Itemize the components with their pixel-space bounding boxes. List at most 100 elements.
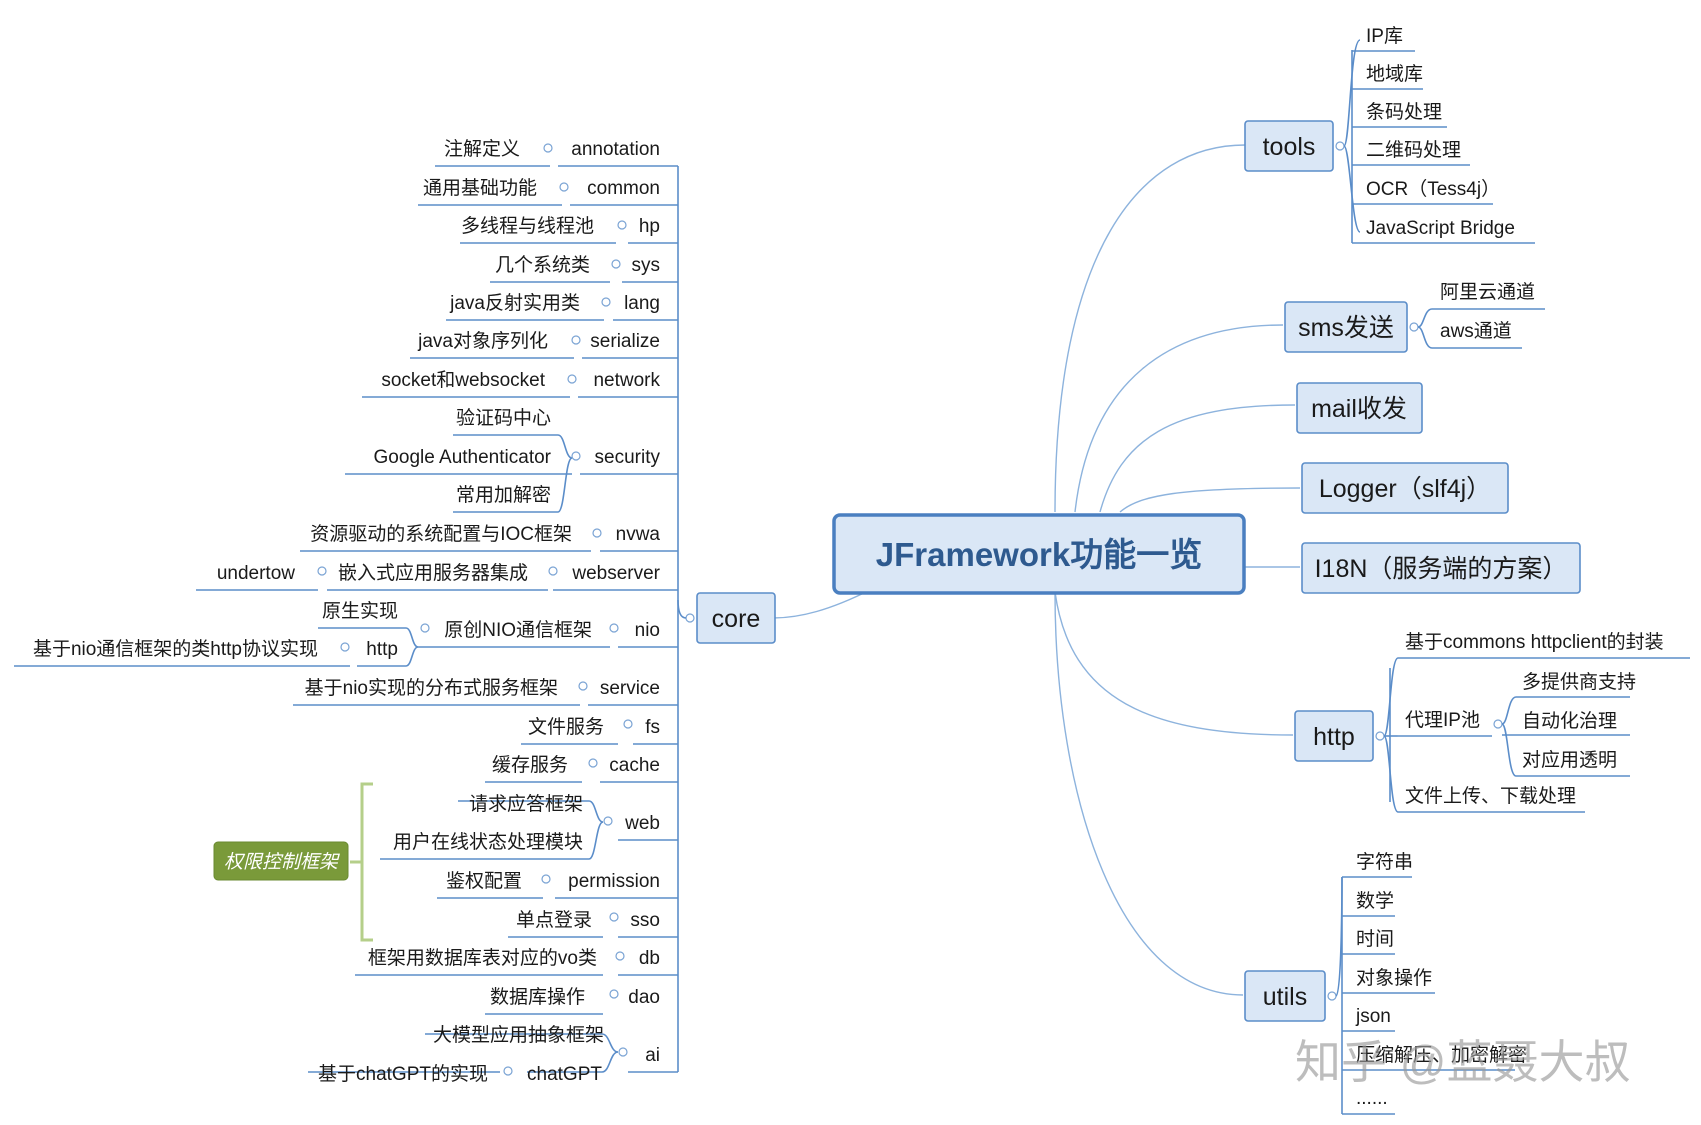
utils-item-object: 对象操作 — [1356, 967, 1432, 989]
utils-item-json: json — [1355, 1006, 1391, 1027]
desc-nvwa: 资源驱动的系统配置与IOC框架 — [310, 523, 572, 545]
utils-item-string: 字符串 — [1356, 851, 1413, 873]
core-service: service — [600, 678, 660, 699]
i18n-branch: I18N（服务端的方案） — [1301, 542, 1581, 594]
desc-chatgpt-desc: 基于chatGPT的实现 — [318, 1063, 488, 1085]
core-network: network — [593, 370, 660, 391]
desc-common: 通用基础功能 — [423, 177, 537, 199]
tools-item-ocr: OCR（Tess4j） — [1366, 178, 1500, 200]
tools-collapse-toggle[interactable] — [1335, 141, 1345, 151]
watermark: 知乎 @蓝聂大叔 — [1295, 1036, 1630, 1088]
core-branch: core — [14, 138, 776, 1085]
http-item-file: 文件上传、下载处理 — [1405, 785, 1576, 807]
proxy-item-auto: 自动化治理 — [1522, 710, 1617, 732]
tools-item-ip: IP库 — [1366, 25, 1403, 47]
logger-branch: Logger（slf4j） — [1301, 462, 1509, 514]
utils-item-math: 数学 — [1356, 890, 1394, 912]
desc-security-1: 验证码中心 — [456, 407, 551, 429]
utils-item-time: 时间 — [1356, 928, 1394, 950]
sms-node[interactable] — [1284, 301, 1408, 353]
core-collapse-toggle[interactable] — [685, 613, 695, 623]
utils-label: utils — [1263, 983, 1307, 1011]
core-serialize: serialize — [590, 331, 660, 352]
permission-group-bracket — [350, 782, 373, 942]
core-webserver: webserver — [571, 563, 660, 584]
desc-web-2: 用户在线状态处理模块 — [393, 831, 583, 853]
tools-item-qrcode: 二维码处理 — [1366, 139, 1461, 161]
core-module-toggles — [317, 143, 633, 1076]
proxy-item-multi: 多提供商支持 — [1522, 671, 1636, 693]
core-node[interactable] — [696, 592, 776, 644]
core-dao: dao — [628, 987, 660, 1008]
tools-item-jsbridge: JavaScript Bridge — [1366, 218, 1515, 239]
desc-lang: java反射实用类 — [449, 292, 580, 314]
utils-node[interactable] — [1244, 970, 1326, 1022]
desc-annotation: 注解定义 — [444, 138, 520, 160]
sms-collapse-toggle[interactable] — [1409, 322, 1419, 332]
desc-nio-http: http — [366, 639, 398, 660]
http-collapse-toggle[interactable] — [1375, 731, 1385, 741]
core-fs: fs — [645, 717, 660, 738]
desc-sso: 单点登录 — [516, 909, 592, 931]
desc-security-2: Google Authenticator — [374, 447, 552, 468]
core-cache: cache — [609, 755, 660, 776]
sms-item-aws: aws通道 — [1440, 320, 1512, 342]
proxy-collapse-toggle[interactable] — [1493, 719, 1503, 729]
utils-item-compress: 压缩解压、加密解密 — [1356, 1044, 1527, 1066]
tools-item-barcode: 条码处理 — [1366, 101, 1442, 123]
desc-nio-http-desc: 基于nio通信框架的类http协议实现 — [33, 638, 318, 660]
core-ai: ai — [645, 1045, 660, 1066]
core-sso: sso — [630, 910, 660, 931]
desc-nio-native: 原生实现 — [322, 600, 398, 622]
root-node[interactable]: JFramework功能一览 — [832, 513, 1246, 595]
desc-serialize: java对象序列化 — [417, 330, 548, 352]
http-item-proxy: 代理IP池 — [1405, 709, 1480, 731]
permission-group-label-box[interactable] — [213, 841, 349, 881]
desc-web-1: 请求应答框架 — [469, 793, 583, 815]
http-node[interactable] — [1294, 710, 1374, 762]
mail-label: mail收发 — [1311, 395, 1407, 423]
desc-fs: 文件服务 — [528, 716, 604, 738]
core-sys: sys — [632, 255, 661, 276]
core-web: web — [624, 813, 660, 834]
core-security: security — [595, 447, 661, 468]
desc-permission: 鉴权配置 — [446, 870, 522, 892]
desc-nio: 原创NIO通信框架 — [444, 619, 592, 641]
core-permission: permission — [568, 871, 660, 892]
utils-collapse-toggle[interactable] — [1327, 991, 1337, 1001]
http-item-httpclient: 基于commons httpclient的封装 — [1405, 631, 1664, 653]
tools-node[interactable] — [1244, 120, 1334, 172]
root-title: JFramework功能一览 — [876, 536, 1202, 573]
http-label: http — [1313, 723, 1355, 751]
desc-ai: 大模型应用抽象框架 — [433, 1024, 604, 1046]
root-connectors — [772, 144, 1301, 996]
desc-sys: 几个系统类 — [495, 254, 590, 276]
desc-hp: 多线程与线程池 — [461, 215, 594, 237]
sms-branch: sms发送 阿里云通道 aws通道 — [1284, 281, 1545, 353]
core-lang: lang — [624, 293, 660, 314]
desc-undertow: undertow — [217, 563, 295, 584]
mail-node[interactable] — [1296, 382, 1423, 434]
desc-network: socket和websocket — [381, 369, 545, 391]
core-nvwa: nvwa — [616, 524, 661, 545]
utils-item-more: ...... — [1356, 1088, 1388, 1109]
desc-dao: 数据库操作 — [490, 986, 585, 1008]
i18n-node[interactable] — [1301, 542, 1581, 594]
core-annotation: annotation — [571, 139, 660, 160]
http-branch: http 基于commons httpclient的封装 代理IP池 多提供商支… — [1294, 631, 1690, 813]
i18n-label: I18N（服务端的方案） — [1315, 555, 1568, 583]
logger-node[interactable] — [1301, 462, 1509, 514]
desc-service: 基于nio实现的分布式服务框架 — [305, 677, 558, 699]
permission-group-label: 权限控制框架 — [224, 852, 340, 873]
tools-label: tools — [1263, 133, 1316, 161]
sms-label: sms发送 — [1298, 314, 1394, 342]
core-nio: nio — [635, 620, 660, 641]
core-hp: hp — [639, 216, 660, 237]
logger-label: Logger（slf4j） — [1319, 475, 1491, 503]
sms-item-aliyun: 阿里云通道 — [1440, 281, 1535, 303]
proxy-item-transparent: 对应用透明 — [1522, 749, 1617, 771]
utils-branch: utils 字符串 数学 时间 对象操作 json 压缩解压、加密解密 ....… — [1244, 851, 1527, 1115]
core-common: common — [587, 178, 660, 199]
core-db: db — [639, 948, 660, 969]
